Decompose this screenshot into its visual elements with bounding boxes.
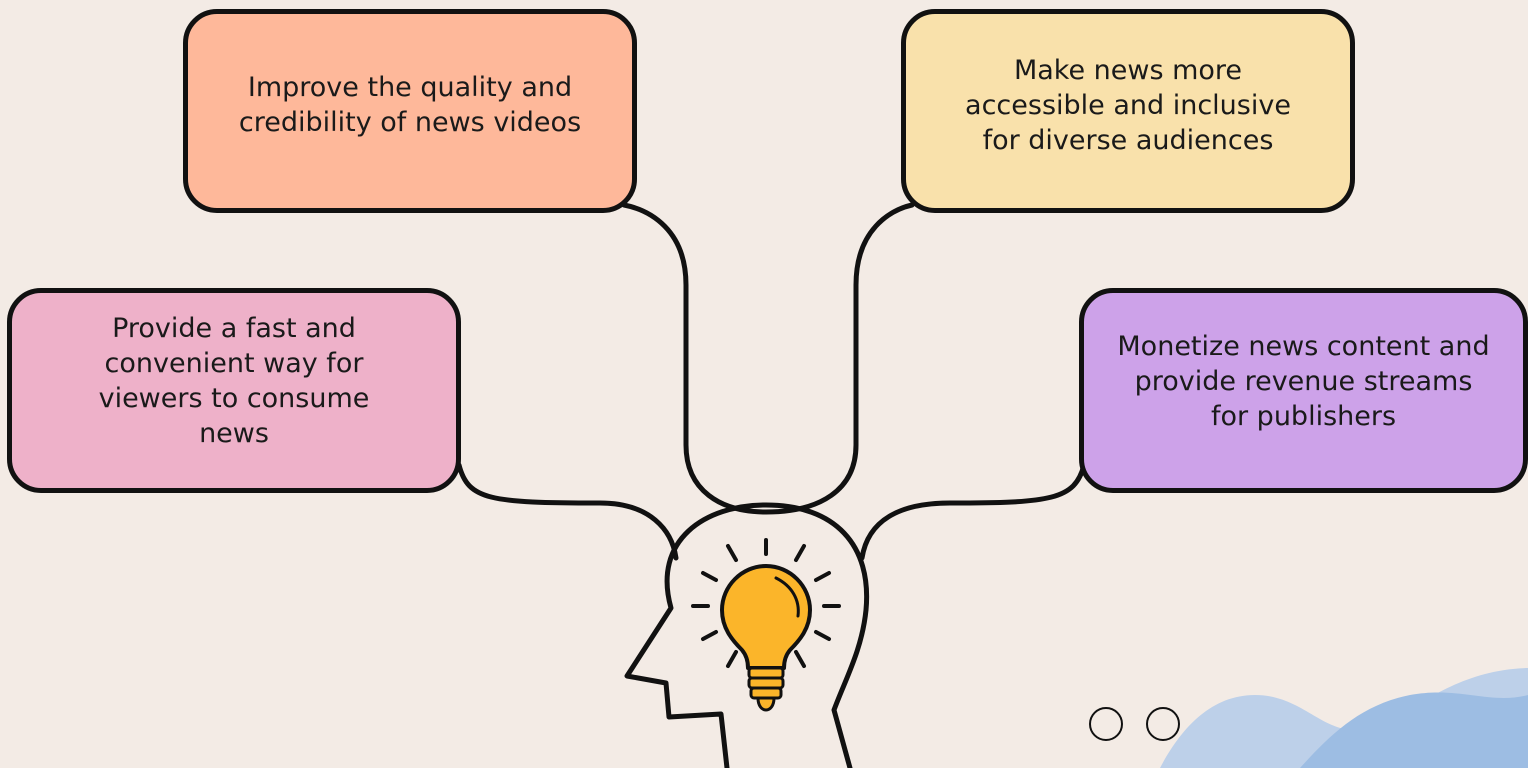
decorative-circle-left	[1089, 707, 1123, 741]
connectors	[456, 202, 1087, 561]
idea-text-accessibility: Make news more accessible and inclusive …	[965, 54, 1291, 156]
idea-box-monetization: Monetize news content and provide revenu…	[1079, 288, 1528, 493]
idea-box-quality: Improve the quality and credibility of n…	[183, 9, 637, 213]
decorative-waves	[1160, 668, 1528, 768]
connector-mid-left	[456, 462, 679, 561]
idea-box-convenience: Provide a fast and convenient way for vi…	[7, 288, 461, 493]
connector-top-right	[763, 202, 915, 515]
light-rays	[691, 538, 841, 668]
lightbulb-icon	[720, 564, 812, 712]
idea-text-quality: Improve the quality and credibility of n…	[238, 72, 582, 138]
decorative-circle-right	[1146, 707, 1180, 741]
idea-text-monetization: Monetize news content and provide revenu…	[1117, 331, 1490, 432]
connector-top-left	[621, 202, 769, 515]
head-outline	[624, 502, 870, 768]
wave-front	[1300, 692, 1528, 768]
connector-mid-right	[859, 462, 1087, 561]
idea-text-convenience: Provide a fast and convenient way for vi…	[98, 312, 370, 449]
idea-box-accessibility: Make news more accessible and inclusive …	[901, 9, 1355, 213]
